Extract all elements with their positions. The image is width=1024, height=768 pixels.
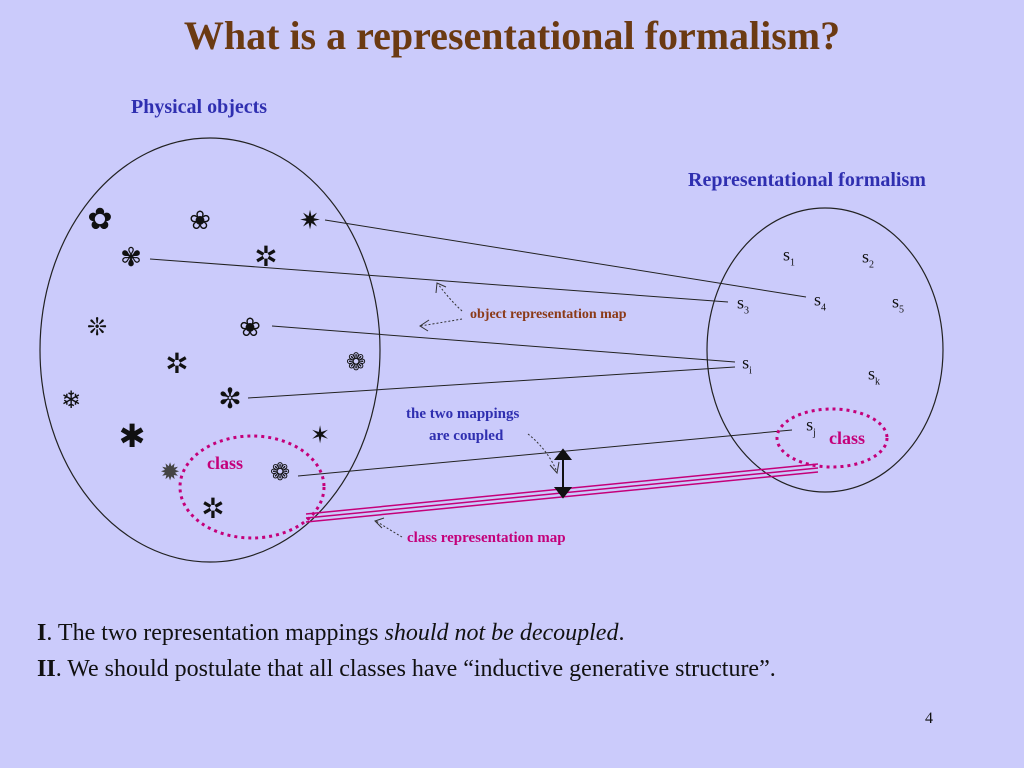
coupling-label-line-1: the two mappings (406, 406, 520, 422)
symbol-s5: s5 (891, 291, 905, 316)
symbol-sj: sj (806, 414, 816, 439)
flower-icon: ❁ (345, 348, 367, 376)
object-representation-map-label: object representation map (470, 307, 627, 322)
flower-icon: ✾ (120, 243, 142, 273)
symbol-sk: sk (867, 363, 881, 388)
star-icon: ✹ (159, 458, 181, 486)
statement-two: II. We should postulate that all classes… (37, 656, 776, 682)
asterisk-icon: ✱ (118, 417, 146, 455)
physical-objects-ellipse (39, 137, 381, 563)
symbol-s1: s1 (782, 244, 796, 269)
symbol-s2: s2 (861, 246, 875, 271)
page-number: 4 (925, 710, 933, 727)
annotation-arrowheads (374, 282, 560, 529)
symbol-si: si (742, 352, 752, 377)
asterisk-icon: ✲ (254, 240, 278, 273)
symbol-s3: s3 (736, 292, 750, 317)
annotation-pointers (375, 283, 558, 538)
coupling-arrow (553, 448, 573, 499)
asterisk-icon: ✲ (201, 492, 225, 525)
asterisk-icon: ✲ (165, 347, 189, 380)
statement-one: I. The two representation mappings shoul… (37, 620, 625, 646)
representational-formalism-label: Representational formalism (688, 169, 926, 191)
symbol-s4: s4 (813, 289, 827, 314)
star-icon: ✶ (309, 421, 331, 449)
coupling-label-line-2: are coupled (429, 428, 504, 444)
flower-icon: ❀ (239, 313, 261, 343)
flower-icon: ✿ (87, 202, 113, 237)
snowflake-icon: ❄ (60, 386, 82, 414)
slide-title: What is a representational formalism? (183, 13, 841, 58)
map-line (324, 219, 807, 298)
flower-icon: ❁ (269, 458, 291, 486)
class-ellipse-left (178, 434, 326, 540)
map-line (247, 366, 736, 399)
asterisk-icon: ✼ (218, 382, 242, 415)
class-representation-map-label: class representation map (407, 530, 566, 546)
flower-icon: ❀ (189, 206, 211, 236)
physical-objects-label: Physical objects (131, 96, 268, 118)
map-line (149, 258, 729, 303)
class-label-right: class (829, 428, 865, 448)
class-ellipse-right (775, 407, 889, 469)
snowflake-icon: ❊ (86, 313, 108, 341)
formalism-ellipse (706, 207, 944, 493)
map-line (297, 429, 793, 477)
map-line (271, 325, 736, 363)
star-icon: ✷ (299, 206, 321, 236)
class-label-left: class (207, 453, 243, 473)
